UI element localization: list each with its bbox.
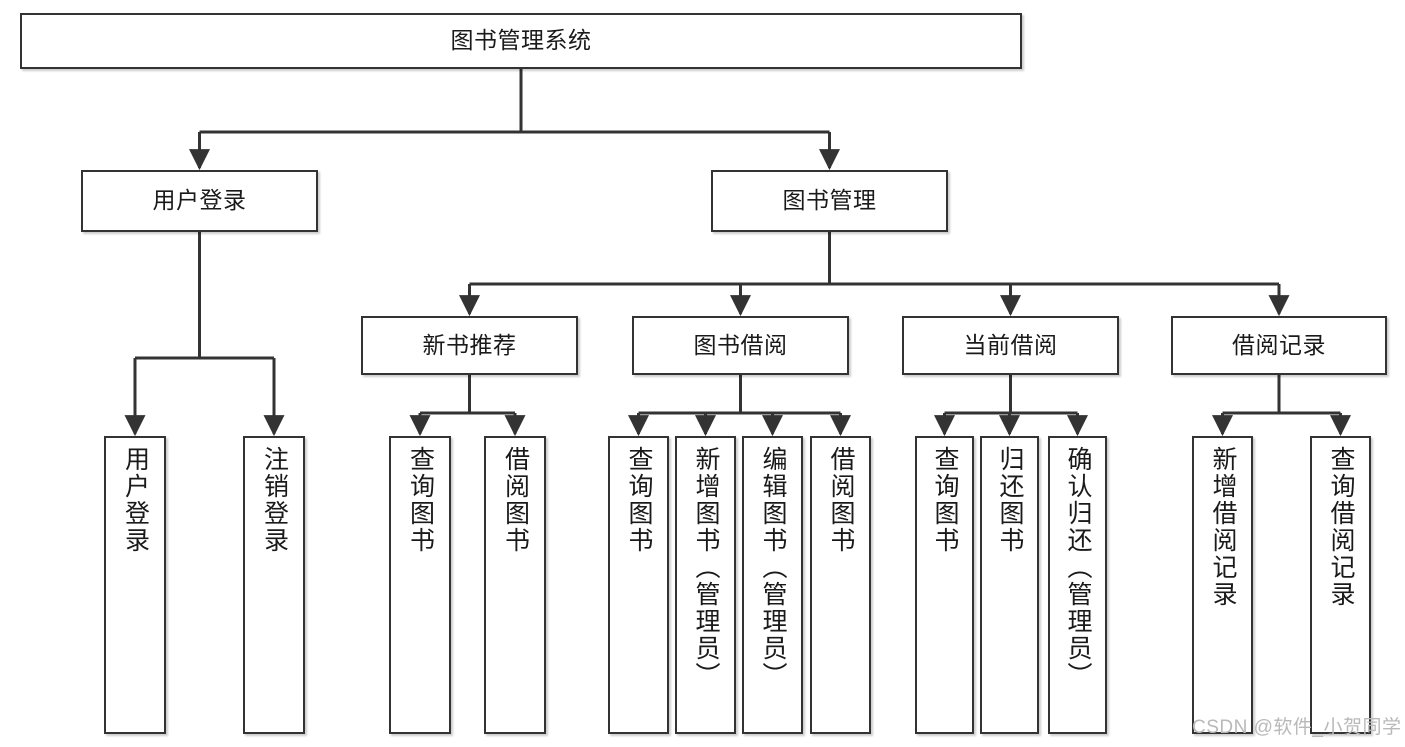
node-label-login: 用户登录 bbox=[152, 187, 247, 214]
node-leaf-bor-borrow[interactable]: 借阅图书 bbox=[810, 436, 871, 734]
node-records[interactable]: 借阅记录 bbox=[1171, 316, 1387, 375]
node-label-leaf-cur-confirm: 确认归还（管理员） bbox=[1064, 446, 1092, 689]
node-leaf-new-borrow[interactable]: 借阅图书 bbox=[484, 436, 546, 734]
node-leaf-rec-add[interactable]: 新增借阅记录 bbox=[1192, 436, 1253, 734]
node-label-leaf-new-query: 查询图书 bbox=[406, 446, 435, 554]
node-leaf-bor-query[interactable]: 查询图书 bbox=[608, 436, 669, 734]
node-label-leaf-cur-return: 归还图书 bbox=[996, 446, 1024, 554]
node-label-records: 借阅记录 bbox=[1232, 331, 1326, 358]
node-label-leaf-user-logout: 注销登录 bbox=[260, 446, 289, 554]
node-leaf-cur-return[interactable]: 归还图书 bbox=[980, 436, 1039, 734]
node-label-leaf-rec-add: 新增借阅记录 bbox=[1209, 446, 1237, 608]
node-current[interactable]: 当前借阅 bbox=[902, 316, 1119, 375]
node-newbooks[interactable]: 新书推荐 bbox=[361, 316, 578, 375]
node-leaf-cur-confirm[interactable]: 确认归还（管理员） bbox=[1048, 436, 1107, 734]
node-label-current: 当前借阅 bbox=[963, 331, 1058, 358]
node-label-leaf-bor-query: 查询图书 bbox=[625, 446, 653, 554]
node-label-borrow: 图书借阅 bbox=[693, 331, 788, 358]
node-label-leaf-user-login: 用户登录 bbox=[121, 446, 150, 554]
node-leaf-bor-edit[interactable]: 编辑图书（管理员） bbox=[742, 436, 803, 734]
node-label-leaf-bor-edit: 编辑图书（管理员） bbox=[759, 446, 787, 689]
node-label-leaf-rec-query: 查询借阅记录 bbox=[1327, 446, 1355, 608]
csdn-watermark: CSDN @软件_小贺同学 bbox=[1192, 717, 1402, 738]
node-label-newbooks: 新书推荐 bbox=[422, 331, 517, 358]
node-label-leaf-bor-add: 新增图书（管理员） bbox=[692, 446, 720, 689]
node-login[interactable]: 用户登录 bbox=[81, 170, 318, 232]
node-label-leaf-new-borrow: 借阅图书 bbox=[501, 446, 530, 554]
node-leaf-rec-query[interactable]: 查询借阅记录 bbox=[1310, 436, 1371, 734]
node-leaf-user-logout[interactable]: 注销登录 bbox=[243, 436, 305, 734]
node-label-leaf-bor-borrow: 借阅图书 bbox=[827, 446, 855, 554]
node-leaf-cur-query[interactable]: 查询图书 bbox=[915, 436, 974, 734]
node-root[interactable]: 图书管理系统 bbox=[20, 13, 1022, 69]
node-borrow[interactable]: 图书借阅 bbox=[632, 316, 849, 375]
node-label-root: 图书管理系统 bbox=[450, 27, 592, 54]
node-leaf-user-login[interactable]: 用户登录 bbox=[104, 436, 166, 734]
node-label-leaf-cur-query: 查询图书 bbox=[931, 446, 959, 554]
node-leaf-new-query[interactable]: 查询图书 bbox=[389, 436, 451, 734]
node-leaf-bor-add[interactable]: 新增图书（管理员） bbox=[675, 436, 736, 734]
node-bookmgmt[interactable]: 图书管理 bbox=[711, 170, 948, 232]
node-label-bookmgmt: 图书管理 bbox=[782, 187, 877, 214]
